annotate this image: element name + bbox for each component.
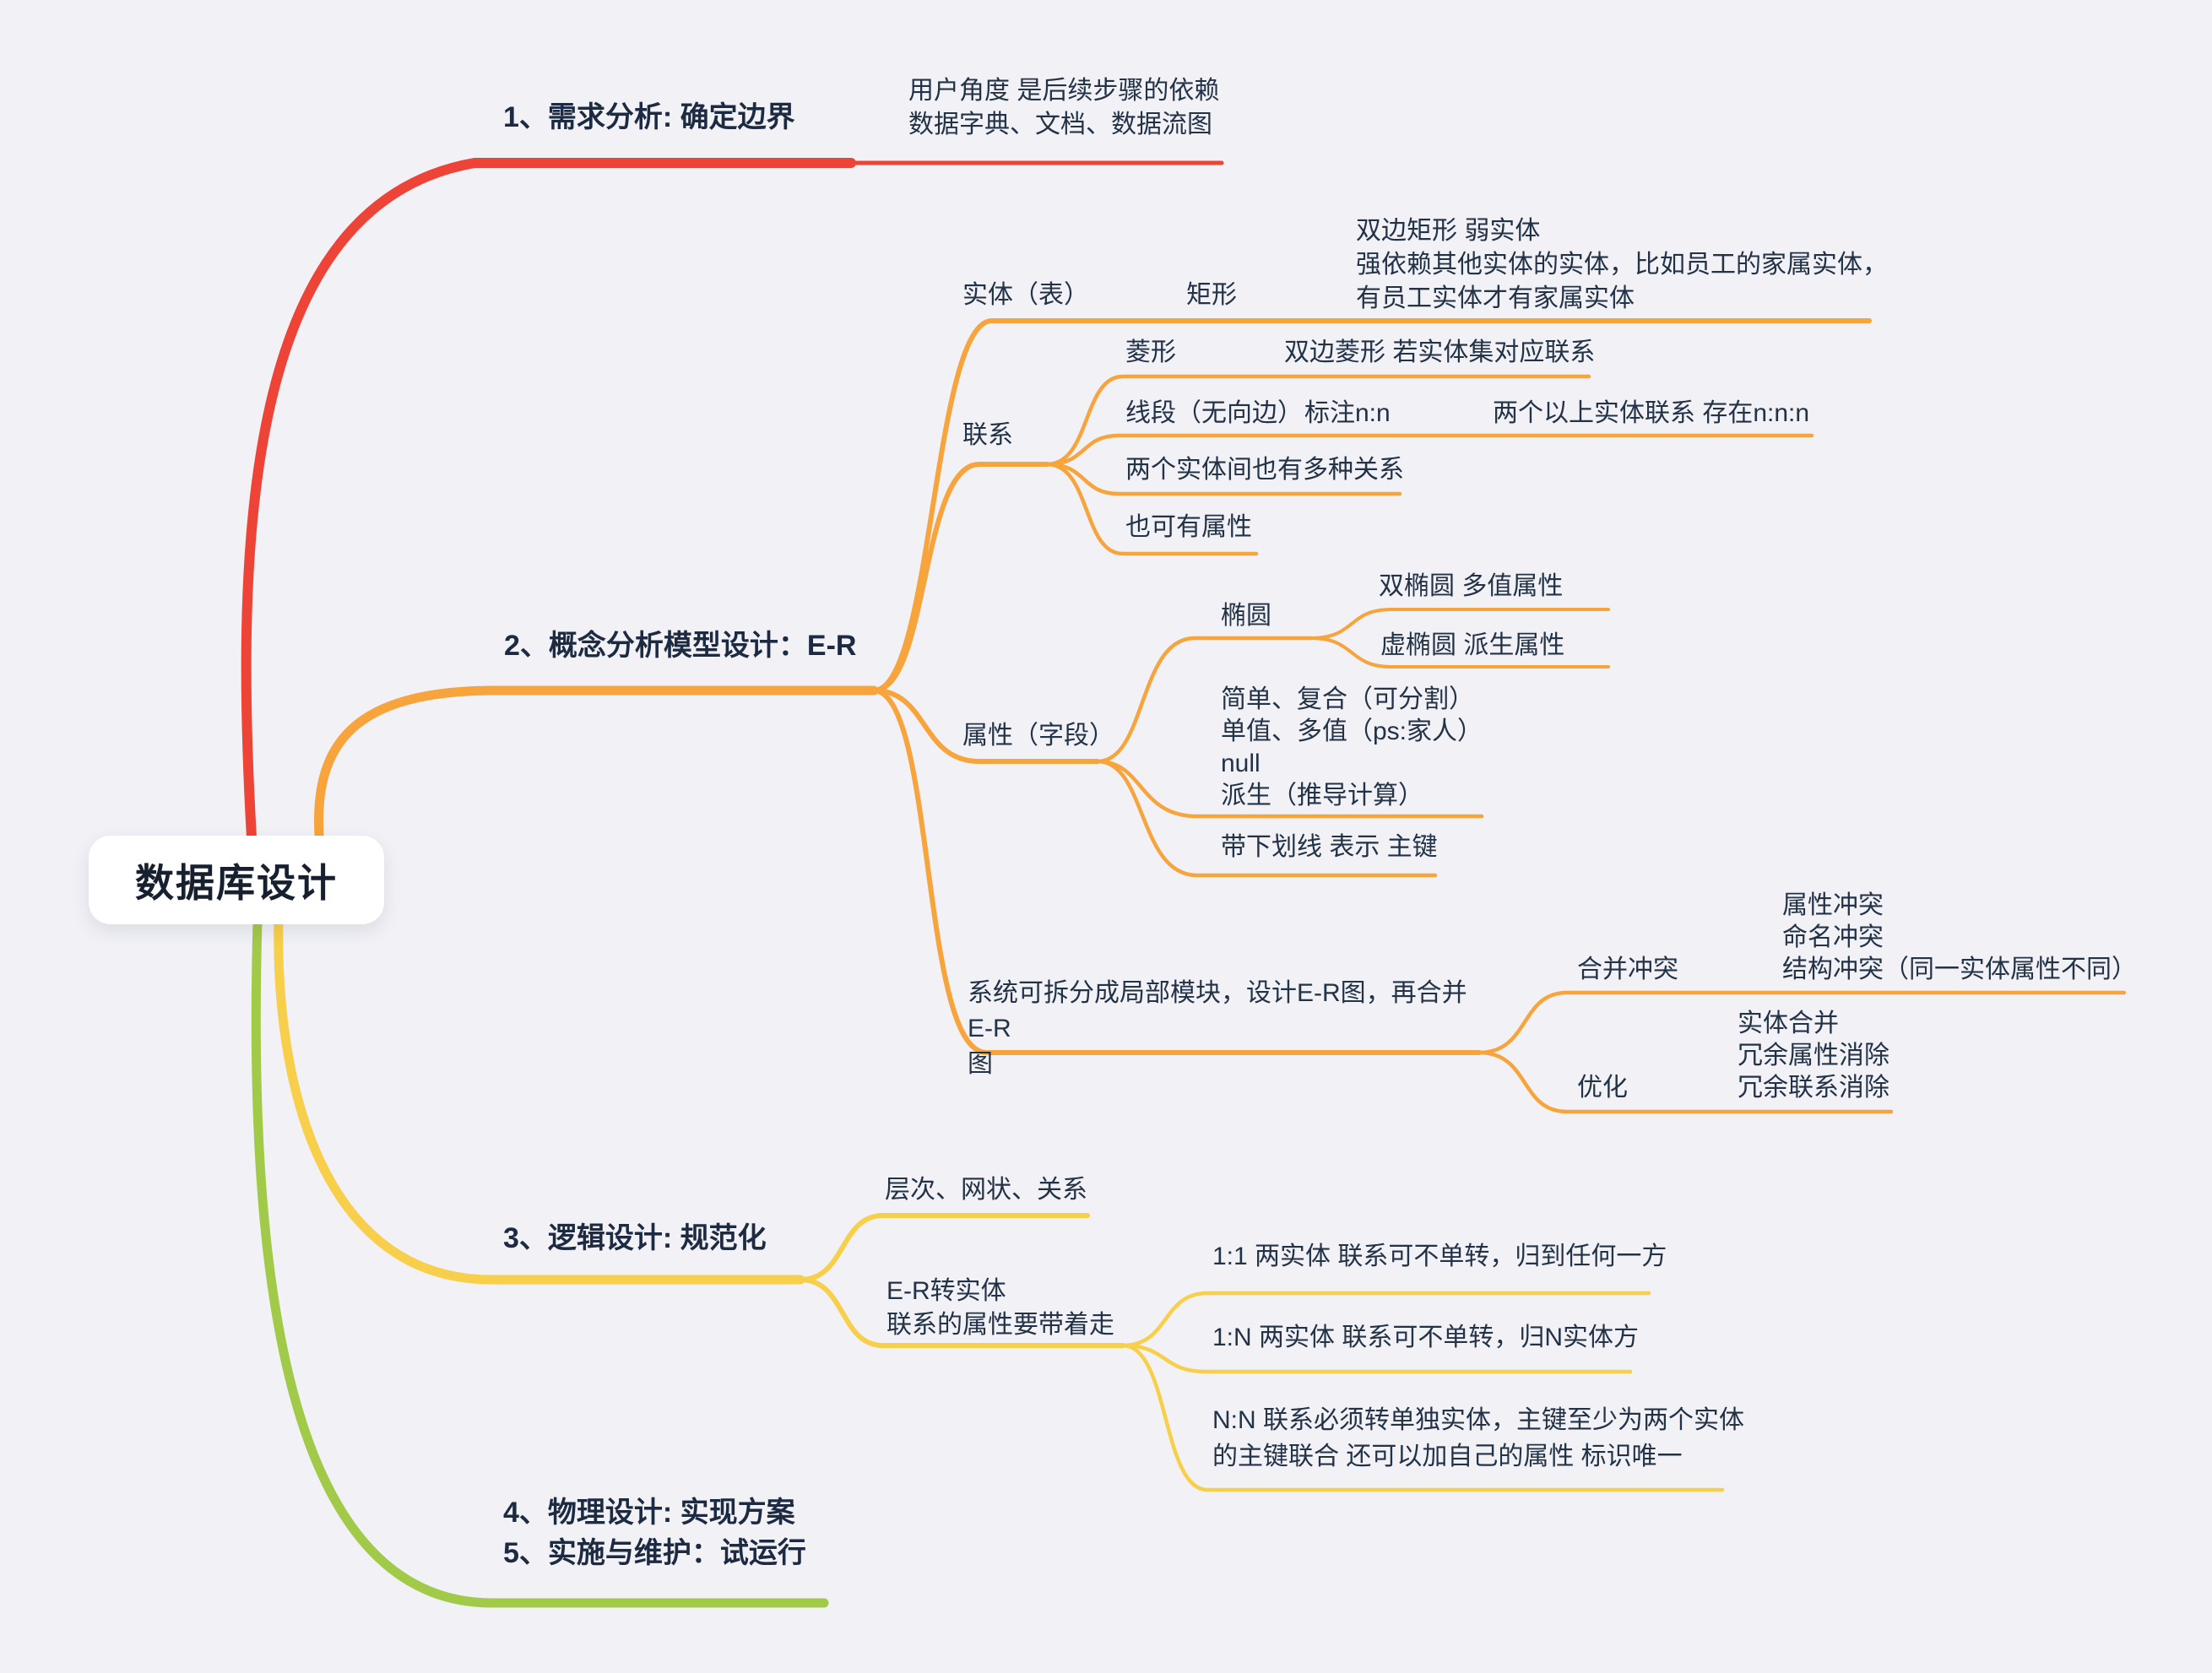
models-line [798,1213,1090,1282]
double-ellipse-line [1309,608,1610,640]
multi-relation-note[interactable]: 两个实体间也有多种关系 [1125,456,1404,484]
segment-line [1044,433,1814,467]
entity-shape-note[interactable]: 双边矩形 弱实体 强依赖其他实体的实体，比如员工的家属实体， 有员工实体才有家属… [1356,217,1888,312]
models-note[interactable]: 层次、网状、关系 [885,1176,1087,1204]
attr-kinds-note[interactable]: 简单、复合（可分割） 单值、多值（ps:家人） null 派生（推导计算） [1221,685,1483,809]
diamond-label[interactable]: 菱形 [1125,338,1176,366]
branch2-connectors [314,318,2127,1114]
segment-note[interactable]: 两个以上实体联系 存在n:n:n [1493,399,1810,427]
branch45-connectors [251,917,829,1608]
split-note[interactable]: 系统可拆分成局部模块，设计E-R图，再合并E-R 图 [968,979,1467,1078]
segment-label[interactable]: 线段（无向边） [1125,399,1303,427]
ellipse-label[interactable]: 椭圆 [1221,602,1271,630]
merge-conflict-label[interactable]: 合并冲突 [1577,956,1678,983]
root-node[interactable]: 数据库设计 [89,836,384,924]
entity-label[interactable]: 实体（表） [962,281,1089,309]
attribute-stem [871,688,1100,764]
root-label: 数据库设计 [135,860,338,905]
ellipse-line [1095,636,1314,764]
rule11-line [1120,1291,1651,1348]
double-ellipse-note[interactable]: 双椭圆 多值属性 [1379,572,1564,600]
rule-1-n-note[interactable]: 1:N 两实体 联系可不单转，归N实体方 [1212,1324,1640,1351]
merge-conflict-line [1477,990,2127,1055]
rulenn-line [1120,1343,1725,1492]
branch1-label[interactable]: 1、需求分析: 确定边界 [503,101,795,133]
dashed-ellipse-line [1309,636,1610,669]
relation-label[interactable]: 联系 [962,421,1013,449]
relation-attr-line [1044,462,1259,556]
merge-conflict-note[interactable]: 属性冲突 命名冲突 结构冲突（同一实体属性不同） [1782,891,2137,983]
segment-mark[interactable]: 标注n:n [1304,399,1391,427]
optimize-label[interactable]: 优化 [1577,1074,1628,1102]
branch3-label[interactable]: 3、逻辑设计: 规范化 [503,1222,767,1254]
branch3-connectors [274,917,1725,1492]
split-stem [871,688,1482,1055]
optimize-line [1477,1050,1894,1114]
relation-attr-note[interactable]: 也可有属性 [1125,513,1252,541]
rule-1-1-note[interactable]: 1:1 两实体 联系可不单转，归到任何一方 [1212,1243,1667,1270]
entity-stem [871,318,1872,693]
er-convert-note[interactable]: E-R转实体 联系的属性要带着走 [886,1277,1114,1339]
er-convert-line [798,1277,1125,1348]
rule1n-line [1120,1343,1633,1374]
entity-shape-label[interactable]: 矩形 [1186,281,1237,309]
branch3-main-curve [274,917,805,1285]
rule-n-n-note[interactable]: N:N 联系必须转单独实体，主键至少为两个实体 的主键联合 还可以加自己的属性 … [1212,1406,1744,1470]
branch1-connectors [241,158,1224,842]
branch45-main-curve [251,917,829,1608]
attribute-label[interactable]: 属性（字段） [962,722,1114,750]
dashed-ellipse-note[interactable]: 虚椭圆 派生属性 [1380,631,1565,659]
branch2-main-curve [314,685,879,841]
optimize-note[interactable]: 实体合并 冗余属性消除 冗余联系消除 [1738,1010,1889,1102]
branch1-note[interactable]: 用户角度 是后续步骤的依赖 数据字典、文档、数据流图 [908,77,1220,138]
relation-stem [871,462,1049,693]
primary-key-line [1095,759,1438,878]
diamond-line [1044,374,1591,467]
branch2-label[interactable]: 2、概念分析模型设计：E-R [504,630,857,662]
branch1-main-curve [241,158,856,842]
diamond-note[interactable]: 双边菱形 若实体集对应联系 [1284,338,1596,366]
branch45-label[interactable]: 4、物理设计: 实现方案 5、实施与维护：试运行 [503,1497,806,1569]
primary-key-note[interactable]: 带下划线 表示 主键 [1221,833,1438,861]
